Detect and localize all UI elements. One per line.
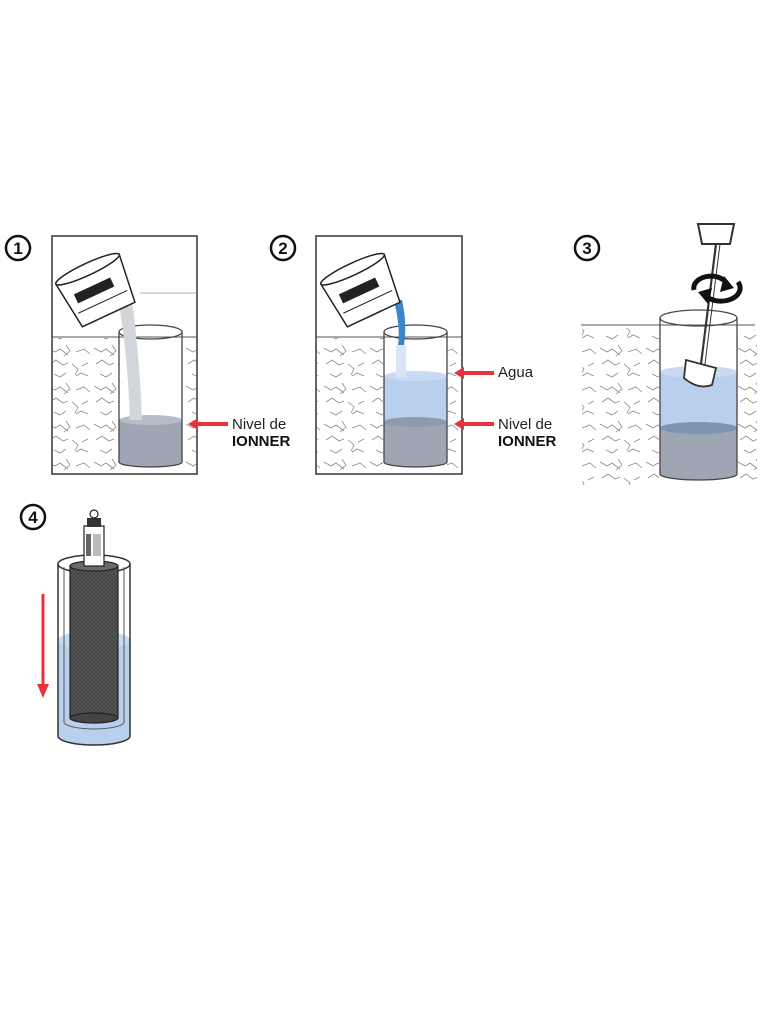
ionner-level-label: Nivel de xyxy=(232,416,286,433)
water-level-arrow xyxy=(454,367,494,379)
shovel-icon xyxy=(683,223,736,388)
water-bucket xyxy=(319,252,401,328)
ionner-level-label-2: Nivel de xyxy=(498,416,552,433)
well-hole xyxy=(118,324,183,468)
step-1-badge: 1 xyxy=(4,234,32,262)
ionner-level-label-bold: IONNER xyxy=(232,433,291,450)
step-3-panel: 3 xyxy=(573,223,757,485)
step-2-number: 2 xyxy=(278,239,287,258)
step-2-panel: 2 Agua xyxy=(269,234,557,475)
ionner-level-arrow xyxy=(188,418,228,430)
rotate-icon xyxy=(691,273,743,304)
ionner-level-arrow-2 xyxy=(454,418,494,430)
step-4-panel: 4 xyxy=(19,503,131,746)
soil-texture-3 xyxy=(582,328,659,485)
water-level-label: Agua xyxy=(498,364,534,381)
ionner-bucket xyxy=(54,252,136,328)
step-1-panel: 1 Nivel de IONNE xyxy=(4,234,291,475)
well-hole-mixing xyxy=(659,309,738,481)
water-pour-stream xyxy=(394,300,406,345)
ionner-pour-stream xyxy=(118,300,142,420)
insert-down-arrow xyxy=(37,594,49,698)
ionner-level-label-2-bold: IONNER xyxy=(498,433,557,450)
well-hole-filled xyxy=(383,324,448,468)
step-4-badge: 4 xyxy=(19,503,47,531)
soil-texture xyxy=(53,338,119,473)
step-3-badge: 3 xyxy=(573,234,601,262)
step-3-number: 3 xyxy=(582,239,591,258)
inner-sleeve xyxy=(63,567,125,730)
ionner-electrode xyxy=(69,509,119,724)
step-1-number: 1 xyxy=(13,239,22,258)
step-4-number: 4 xyxy=(28,508,38,527)
step-2-badge: 2 xyxy=(269,234,297,262)
